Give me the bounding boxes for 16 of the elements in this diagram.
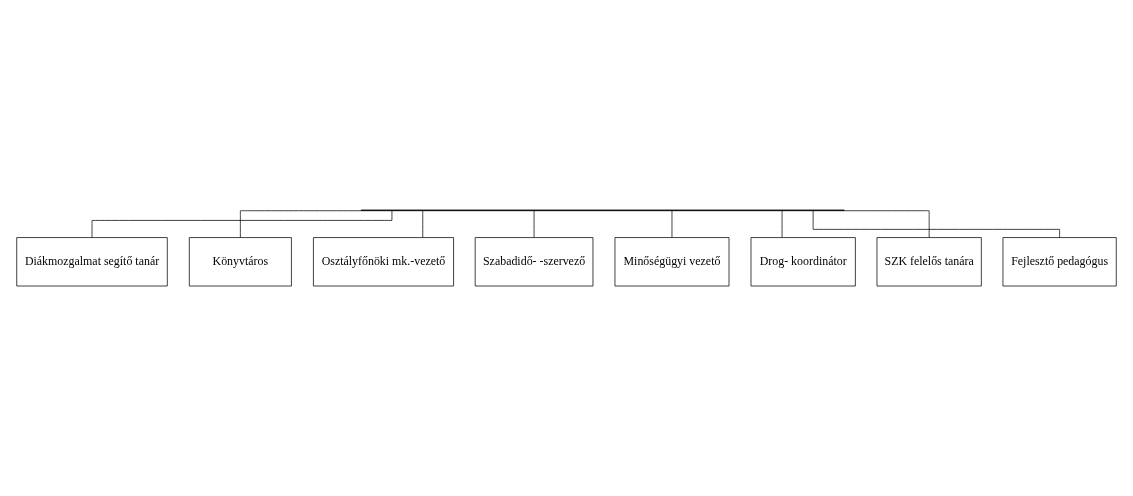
- connector: [240, 210, 362, 238]
- node-box: Fejlesztő pedagógus: [1002, 237, 1117, 287]
- node-box: Drog- koordinátor: [750, 237, 856, 287]
- connector: [781, 210, 783, 238]
- connector: [533, 210, 535, 238]
- node-box: Szabadidő- -szervező: [474, 237, 594, 287]
- connector: [812, 210, 1060, 238]
- node-box: Könyvtáros: [188, 237, 292, 287]
- connector: [422, 210, 424, 238]
- node-box: SZK felelős tanára: [876, 237, 982, 287]
- connector: [843, 210, 930, 238]
- node-box: Minőségügyi vezető: [614, 237, 730, 287]
- node-bar: [360, 209, 845, 212]
- connector: [671, 210, 673, 238]
- node-box: Osztályfőnöki mk.-vezető: [313, 237, 454, 287]
- node-box: Diákmozgalmat segítő tanár: [16, 237, 168, 287]
